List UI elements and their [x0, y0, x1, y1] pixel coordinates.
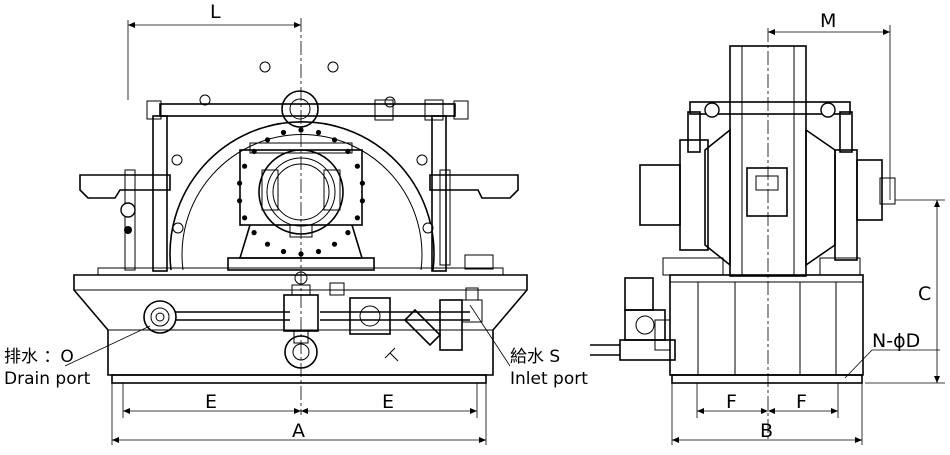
front-base-frame: [73, 267, 528, 384]
casing: [169, 61, 435, 271]
port-labels: 排水 ：O Drain port 給水 S Inlet port: [4, 347, 588, 389]
dim-label-F-left: F: [726, 391, 737, 413]
flange-bolt: [345, 230, 351, 236]
flange-bolt: [315, 248, 322, 255]
flange-bolt: [354, 215, 360, 221]
dim-label-A: A: [292, 420, 305, 442]
dim-label-E-left: E: [205, 391, 217, 413]
flange-bolt: [264, 241, 271, 247]
flange-bolt: [242, 163, 248, 169]
inlet-port-label-jp: 給水 S: [510, 347, 560, 367]
side-pipes: [124, 115, 451, 272]
flange-bolt: [315, 129, 322, 136]
drain-port-flange: [143, 300, 177, 334]
flange-bolt: [331, 241, 338, 247]
flange-bolt: [354, 163, 360, 169]
top-pipe: [146, 90, 469, 128]
dim-label-E-right: E: [382, 391, 394, 413]
side-casing: [639, 128, 896, 267]
dim-label-L: L: [210, 1, 221, 23]
flange-bolt: [280, 248, 287, 255]
inlet-port-label-en: Inlet port: [510, 369, 588, 389]
side-valves: [590, 277, 676, 361]
dim-label-M: M: [820, 10, 836, 32]
flange-bolt: [264, 137, 271, 143]
flange-bolt: [331, 137, 338, 143]
drain-port-label-en: Drain port: [4, 369, 91, 389]
side-brackets: [79, 174, 519, 270]
side-top-pipe: [687, 101, 853, 153]
lower-piping: [175, 271, 483, 369]
dim-label-N-phi-D: N-ϕD: [872, 330, 920, 352]
flange-bolt: [242, 215, 248, 221]
drain-port-label-jp: 排水 ：O: [4, 347, 74, 367]
dimension-lines: [64, 20, 945, 445]
dim-label-F-right: F: [796, 391, 807, 413]
side-view: [590, 28, 896, 440]
flange-bolt: [280, 129, 287, 136]
dim-label-C: C: [918, 283, 931, 305]
dim-label-B: B: [760, 420, 773, 442]
flange-bolt: [251, 230, 257, 236]
casing-bolts: [171, 61, 434, 234]
front-view: [73, 18, 528, 415]
dimension-labels: L M C N-ϕD E E A F F B: [205, 1, 931, 442]
